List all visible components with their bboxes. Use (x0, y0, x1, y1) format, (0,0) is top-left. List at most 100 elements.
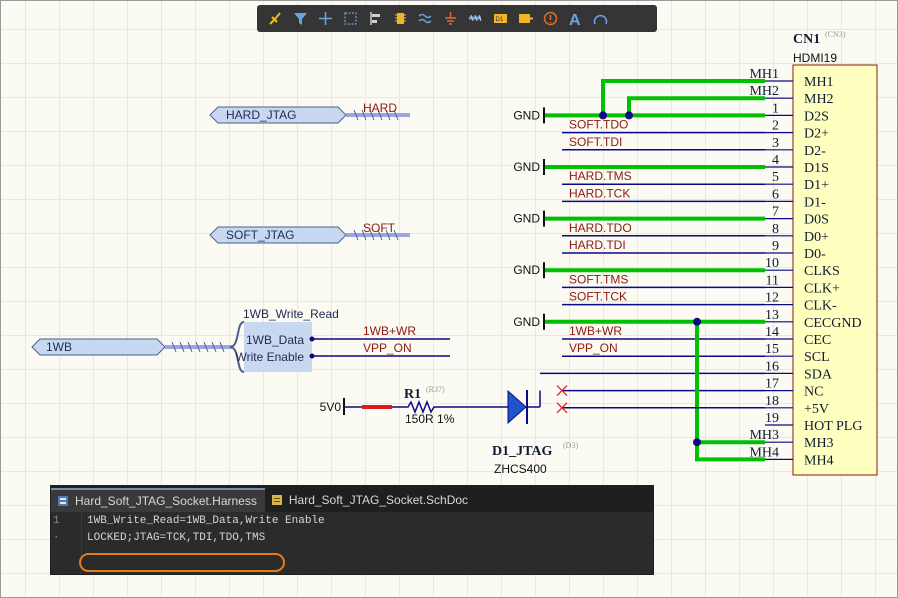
diode-d1-jtag[interactable]: D1_JTAG (D3) ZHCS400 (492, 389, 578, 476)
pin-number: MH2 (749, 84, 779, 99)
gnd-port-label: GND (513, 108, 540, 122)
net-label-1wb-wr: 1WB+WR (363, 324, 416, 338)
pin-name: CECGND (804, 316, 862, 331)
wire-tool-tool-button[interactable] (263, 7, 288, 30)
connector-wiring: GNDSOFT.TDOSOFT.TDIGNDHARD.TMSHARD.TCKGN… (513, 79, 765, 462)
pin-name: D1S (804, 161, 829, 176)
pin-number: 4 (772, 153, 779, 168)
net-label: HARD.TDI (569, 238, 626, 252)
harness-connector-type: 1WB_Write_Read (243, 307, 339, 321)
gnd-port-label: GND (513, 263, 540, 277)
tab-harness-label: Hard_Soft_JTAG_Socket.Harness (75, 494, 257, 508)
sheet-entry-icon (519, 14, 533, 23)
net-label-vpp-on: VPP_ON (363, 341, 412, 355)
pin-number: 17 (765, 377, 779, 392)
pin-name: D2- (804, 144, 826, 159)
pin-number: 9 (772, 239, 779, 254)
select-rect-tool-button[interactable] (338, 7, 363, 30)
harness-editor-panel: Hard_Soft_JTAG_Socket.Harness Hard_Soft_… (50, 485, 654, 575)
pin-number: 18 (765, 394, 779, 409)
pin-number: 6 (772, 187, 779, 202)
gnd-port-tool-button[interactable] (438, 7, 463, 30)
code-line: 1WB_Write_Read=1WB_Data,Write Enable (87, 515, 325, 527)
pin-number: 2 (772, 119, 779, 134)
tab-harness-file[interactable]: Hard_Soft_JTAG_Socket.Harness (51, 488, 265, 512)
filter-icon (294, 13, 307, 25)
net-label: HARD.TDO (569, 221, 632, 235)
line-number: · (53, 532, 60, 544)
power-5v0[interactable]: 5V0 (320, 398, 402, 415)
pin-name: SDA (804, 367, 833, 382)
pin-name: MH2 (804, 92, 834, 107)
pin-number: 11 (766, 273, 779, 288)
pin-name: CLK- (804, 299, 837, 314)
bus-tool-button[interactable] (413, 7, 438, 30)
harness-connector-1wb-write-read[interactable]: 1WB_Write_Read 1WB_Data Write Enable 1WB… (229, 307, 450, 373)
wire-tool-icon (269, 12, 281, 25)
net-label: 1WB+WR (569, 324, 622, 338)
net-label: SOFT.TDO (569, 118, 628, 132)
align-tool-button[interactable] (363, 7, 388, 30)
tab-schdoc-file[interactable]: Hard_Soft_JTAG_Socket.SchDoc (265, 488, 476, 512)
harness-hard-jtag[interactable]: HARD_JTAG HARD (209, 101, 410, 124)
harness-entry-1wb-data: 1WB_Data (246, 333, 304, 347)
harness-1wb[interactable]: 1WB (31, 338, 232, 356)
pin-name: D1- (804, 195, 826, 210)
device-sheet-tool-button[interactable]: D1 (488, 7, 513, 30)
pin-name: D1+ (804, 178, 829, 193)
net-label: VPP_ON (569, 341, 618, 355)
no-erc-tool-button[interactable] (538, 7, 563, 30)
harness-soft-jtag[interactable]: SOFT_JTAG SOFT (209, 221, 410, 244)
power-5v0-label: 5V0 (320, 400, 342, 414)
gnd-port-label: GND (513, 212, 540, 226)
harness-hard-jtag-label: HARD_JTAG (226, 108, 296, 122)
pin-number: MH1 (749, 67, 779, 82)
filter-tool-button[interactable] (288, 7, 313, 30)
pin-number: 7 (772, 205, 779, 220)
pin-name: HOT PLG (804, 419, 862, 434)
diode-part: ZHCS400 (494, 462, 547, 476)
component-tool-button[interactable] (388, 7, 413, 30)
gnd-port-label: GND (513, 160, 540, 174)
sheet-entry-tool-button[interactable] (513, 7, 538, 30)
select-rect-icon (344, 12, 357, 25)
arc-icon (593, 14, 608, 25)
code-editor[interactable]: 1 · 1WB_Write_Read=1WB_Data,Write Enable… (51, 512, 653, 574)
gnd-port-label: GND (513, 315, 540, 329)
pin-number: 16 (765, 359, 779, 374)
pin-name: D0- (804, 247, 826, 262)
pin-number: 8 (772, 222, 779, 237)
pin-name: CEC (804, 333, 831, 348)
svg-text:D1: D1 (496, 17, 504, 23)
device-sheet-icon: D1 (494, 14, 507, 23)
resistor-alt-ref: (R37) (426, 385, 445, 394)
resistor-r1[interactable]: R1 (R37) 150R 1% (402, 385, 508, 426)
harness-1wb-label: 1WB (46, 340, 72, 354)
line-number: 1 (53, 515, 60, 527)
pin-name: D0+ (804, 230, 829, 245)
pin-number: 12 (765, 291, 779, 306)
harness-connector-icon (469, 14, 482, 22)
align-icon (370, 12, 380, 25)
arc-tool-button[interactable] (588, 7, 613, 30)
net-label: HARD.TCK (569, 186, 630, 200)
diode-alt-ref: (D3) (563, 441, 578, 450)
pin-name: CLKS (804, 264, 840, 279)
connector-alt-ref: (CN3) (825, 30, 846, 39)
net-label: SOFT.TCK (569, 290, 627, 304)
net-label: SOFT.TMS (569, 272, 628, 286)
harness-file-icon (57, 495, 69, 507)
harness-connector-tool-button[interactable] (463, 7, 488, 30)
pin-number: 14 (765, 325, 779, 340)
pin-name: D2+ (804, 127, 829, 142)
highlight-annotation (79, 553, 285, 572)
schematic-active-bar: D1 A (257, 5, 657, 32)
schdoc-file-icon (271, 494, 283, 506)
text-tool-button[interactable]: A (563, 7, 588, 30)
pin-number: 15 (765, 342, 779, 357)
move-cross-tool-button[interactable] (313, 7, 338, 30)
harness-hard-net-label: HARD (363, 101, 397, 115)
tab-schdoc-label: Hard_Soft_JTAG_Socket.SchDoc (288, 493, 469, 507)
connector-cn1[interactable]: CN1 (CN3) HDMI19 MH1MH1MH2MH21D2S2D2+3D2… (749, 30, 878, 476)
